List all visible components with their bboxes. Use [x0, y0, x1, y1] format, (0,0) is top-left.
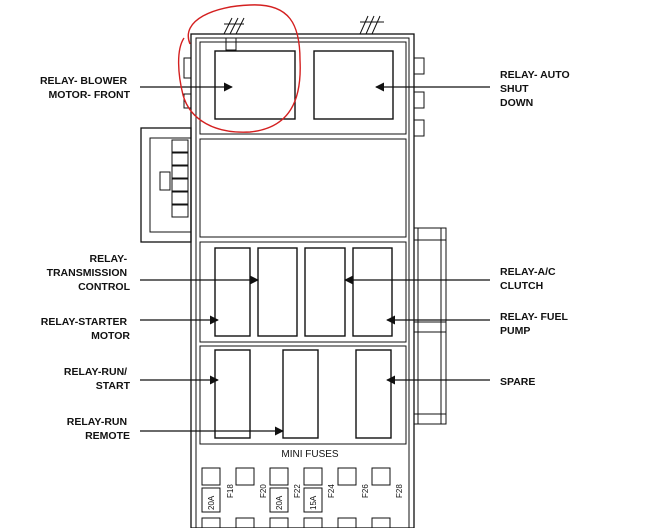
fuse-label: F20: [259, 484, 268, 498]
fuse-label: F26: [361, 484, 370, 498]
relay-auto-shut-down: [313, 50, 394, 120]
relay-blower-motor-front: [214, 50, 296, 120]
blank-panel: [199, 138, 407, 238]
fuse-label: F18: [226, 484, 235, 498]
fuse-label: 20A: [207, 495, 216, 510]
relay-run-start: [214, 349, 251, 439]
fuse-label: F22: [293, 484, 302, 498]
relay-run-remote: [282, 349, 319, 439]
fuse-label: F24: [327, 484, 336, 498]
top-relay-section: [199, 41, 407, 135]
label-relay-run-start: RELAY-RUN/ START: [64, 366, 131, 392]
relay-ac-clutch: [304, 247, 346, 337]
label-relay-fuel-pump: RELAY- FUEL PUMP: [500, 311, 571, 337]
fuse-label: 15A: [309, 495, 318, 510]
label-relay-transmission-control: RELAY- TRANSMISSION CONTROL: [47, 253, 131, 293]
label-relay-run-remote: RELAY-RUN REMOTE: [67, 416, 130, 442]
label-relay-ac-clutch: RELAY-A/C CLUTCH: [500, 266, 559, 292]
fuse-label: F28: [395, 484, 404, 498]
relay-transmission-control: [257, 247, 298, 337]
label-spare: SPARE: [500, 376, 535, 388]
label-relay-blower-motor-front: RELAY- BLOWER MOTOR- FRONT: [40, 75, 131, 101]
callout-arrows: [140, 82, 490, 436]
label-relay-auto-shut-down: RELAY- AUTO SHUT DOWN: [500, 69, 573, 109]
relay-starter-motor: [214, 247, 251, 337]
lower-relay-section: [199, 345, 407, 445]
fuse-labels: 20A F18 F20 20A F22 15A F24 F26 F28: [207, 484, 404, 510]
fuse-row: [201, 467, 391, 528]
label-relay-starter-motor: RELAY-STARTER MOTOR: [41, 316, 131, 342]
middle-relay-section: [199, 241, 407, 343]
callout-labels: RELAY- BLOWER MOTOR- FRONT RELAY- AUTO S…: [40, 69, 573, 442]
fuse-label: 20A: [275, 495, 284, 510]
mini-fuses-label: MINI FUSES: [281, 449, 339, 460]
relay-spare: [355, 349, 392, 439]
side-connector: [140, 127, 192, 243]
highlight-circle: [177, 4, 301, 133]
relay-fuel-pump: [352, 247, 393, 337]
side-rail: [413, 227, 447, 425]
